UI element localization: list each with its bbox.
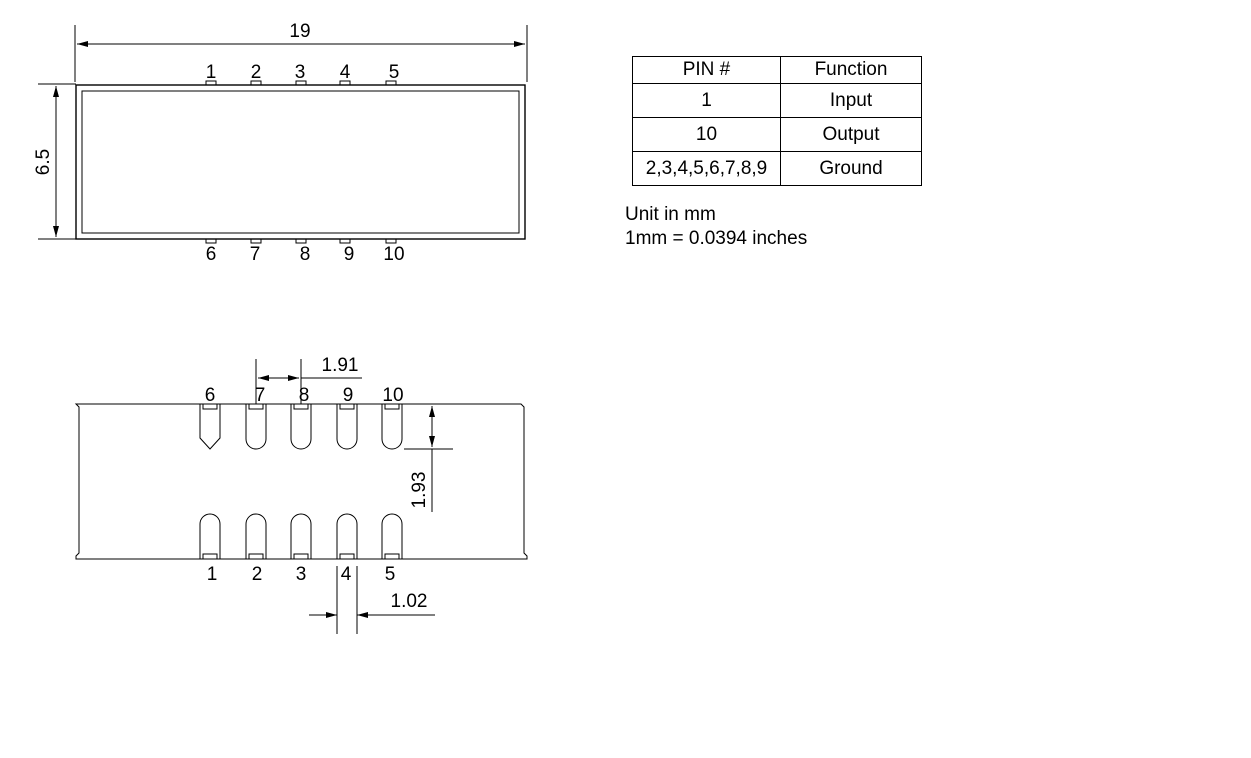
footprint-body-outline bbox=[74, 403, 528, 560]
pad-length-dimension-label: 1.93 bbox=[409, 472, 430, 509]
table-cell-function: Input bbox=[780, 83, 922, 118]
table-row: 1 Input bbox=[632, 83, 922, 118]
pin-label: 8 bbox=[299, 385, 310, 406]
column-header-pin: PIN # bbox=[632, 56, 781, 84]
unit-notes: Unit in mm 1mm = 0.0394 inches bbox=[625, 203, 807, 251]
pin-function-table: PIN # Function 1 Input 10 Output 2,3,4,5… bbox=[632, 56, 922, 186]
pad-3 bbox=[290, 513, 312, 559]
pin-label: 6 bbox=[205, 385, 216, 406]
pad-2 bbox=[245, 513, 267, 559]
table-cell-function: Output bbox=[780, 117, 922, 152]
table-cell-function: Ground bbox=[780, 151, 922, 186]
table-header-row: PIN # Function bbox=[632, 56, 922, 84]
height-dimension-label: 6.5 bbox=[33, 149, 54, 175]
pad-10 bbox=[381, 404, 403, 450]
table-row: 2,3,4,5,6,7,8,9 Ground bbox=[632, 151, 922, 186]
bottom-view: 6 7 8 9 10 1 2 3 4 5 1.91 1.93 1.02 bbox=[74, 355, 528, 634]
pin-label: 5 bbox=[385, 564, 396, 585]
pin-label: 7 bbox=[255, 385, 266, 406]
pin-label: 5 bbox=[389, 62, 400, 83]
unit-note: Unit in mm bbox=[625, 204, 716, 225]
pin-label: 4 bbox=[341, 564, 352, 585]
pin-label: 8 bbox=[300, 244, 311, 265]
pad-width-dimension-label: 1.02 bbox=[391, 591, 428, 612]
pin-label: 2 bbox=[252, 564, 263, 585]
pin-label: 7 bbox=[250, 244, 261, 265]
column-header-function: Function bbox=[780, 56, 922, 84]
table-row: 10 Output bbox=[632, 117, 922, 152]
pin-label: 10 bbox=[383, 244, 404, 265]
pad-8 bbox=[290, 404, 312, 450]
pin-label: 2 bbox=[251, 62, 262, 83]
pin-label: 3 bbox=[296, 564, 307, 585]
pin-label: 10 bbox=[382, 385, 403, 406]
pin-label: 9 bbox=[343, 385, 354, 406]
pad-1 bbox=[199, 513, 221, 559]
table-cell-pin: 1 bbox=[632, 83, 781, 118]
pad-7 bbox=[245, 404, 267, 450]
pad-9 bbox=[336, 404, 358, 450]
pad-4 bbox=[336, 513, 358, 559]
package-body-outer bbox=[75, 84, 526, 240]
pitch-dimension-label: 1.91 bbox=[322, 355, 359, 376]
pin-label: 1 bbox=[206, 62, 217, 83]
table-cell-pin: 2,3,4,5,6,7,8,9 bbox=[632, 151, 781, 186]
pad-6 bbox=[199, 404, 221, 450]
conversion-note: 1mm = 0.0394 inches bbox=[625, 228, 808, 249]
table-cell-pin: 10 bbox=[632, 117, 781, 152]
pin-label: 6 bbox=[206, 244, 217, 265]
length-dimension-label: 19 bbox=[289, 21, 310, 42]
pin-label: 9 bbox=[344, 244, 355, 265]
pin-label: 4 bbox=[340, 62, 351, 83]
package-body-inner bbox=[81, 90, 520, 234]
pin-label: 3 bbox=[295, 62, 306, 83]
pad-5 bbox=[381, 513, 403, 559]
top-view: 19 6.5 1 2 3 4 5 6 7 8 9 10 bbox=[33, 21, 528, 265]
pin-label: 1 bbox=[207, 564, 218, 585]
